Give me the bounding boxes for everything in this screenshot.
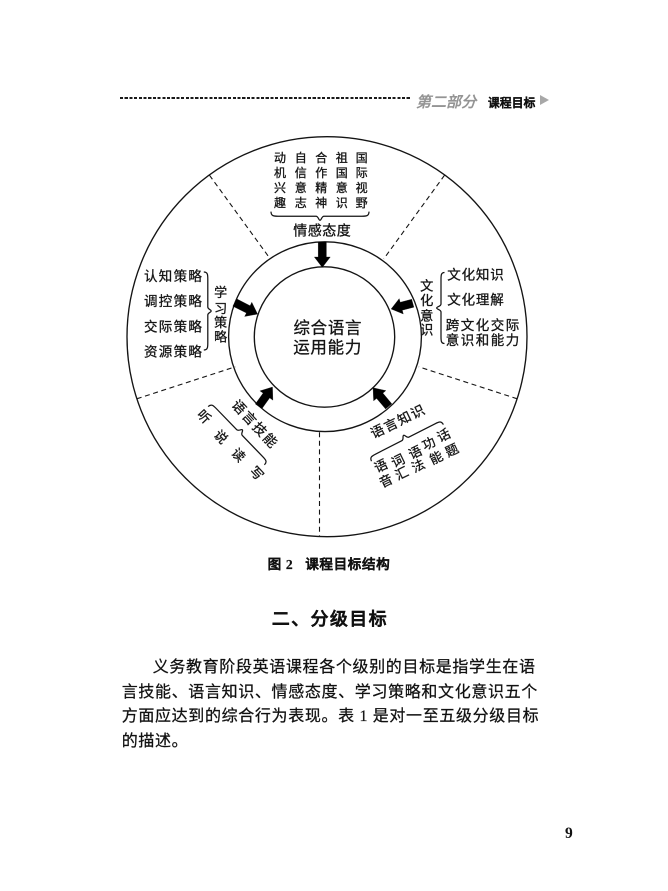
- svg-text:功: 功: [420, 434, 438, 453]
- svg-text:作: 作: [315, 166, 327, 180]
- svg-text:自: 自: [295, 151, 307, 165]
- svg-text:祖: 祖: [336, 150, 348, 165]
- svg-text:国: 国: [356, 151, 368, 165]
- svg-text:语言知识: 语言知识: [368, 401, 429, 442]
- svg-text:精: 精: [315, 181, 327, 195]
- svg-text:汇: 汇: [393, 464, 411, 483]
- svg-text:意: 意: [295, 180, 307, 195]
- svg-text:题: 题: [443, 441, 461, 460]
- svg-text:策: 策: [214, 315, 227, 330]
- svg-text:学: 学: [214, 285, 227, 300]
- svg-text:意: 意: [336, 180, 348, 195]
- svg-text:习: 习: [214, 301, 227, 316]
- svg-text:识: 识: [336, 196, 348, 210]
- svg-text:读: 读: [228, 445, 248, 465]
- svg-text:视: 视: [356, 180, 368, 195]
- svg-text:写: 写: [247, 463, 267, 483]
- svg-text:信: 信: [295, 166, 307, 180]
- svg-text:话: 话: [435, 426, 453, 445]
- svg-text:跨文化交际: 跨文化交际: [446, 317, 521, 333]
- svg-text:文化理解: 文化理解: [447, 293, 504, 308]
- svg-text:交际策略: 交际策略: [144, 319, 203, 335]
- svg-text:际: 际: [356, 166, 368, 180]
- svg-text:认知策略: 认知策略: [144, 268, 203, 284]
- svg-text:机: 机: [274, 166, 286, 180]
- svg-text:资源策略: 资源策略: [144, 344, 203, 360]
- svg-text:综合语言: 综合语言: [293, 318, 362, 337]
- svg-text:国: 国: [336, 166, 348, 180]
- svg-text:动: 动: [274, 151, 286, 165]
- svg-text:音: 音: [377, 471, 395, 490]
- svg-text:语: 语: [372, 456, 390, 475]
- svg-text:调控策略: 调控策略: [144, 293, 203, 309]
- svg-text:文化知识: 文化知识: [447, 266, 504, 282]
- svg-text:文: 文: [420, 278, 433, 293]
- svg-text:合: 合: [315, 150, 327, 165]
- svg-text:意: 意: [420, 308, 433, 324]
- svg-text:运用能力: 运用能力: [293, 338, 362, 357]
- svg-text:识: 识: [420, 323, 433, 338]
- svg-text:能: 能: [427, 448, 445, 467]
- svg-text:趣: 趣: [274, 195, 286, 210]
- svg-text:略: 略: [214, 330, 227, 345]
- svg-text:词: 词: [389, 451, 407, 470]
- svg-text:法: 法: [409, 456, 427, 475]
- svg-text:化: 化: [420, 293, 433, 308]
- svg-text:听: 听: [194, 407, 214, 427]
- svg-text:情感态度: 情感态度: [293, 223, 351, 240]
- svg-text:神: 神: [315, 196, 327, 210]
- svg-text:意识和能力: 意识和能力: [446, 332, 521, 348]
- svg-text:语言技能: 语言技能: [229, 397, 281, 452]
- svg-text:兴: 兴: [274, 181, 286, 195]
- svg-text:语: 语: [406, 443, 424, 462]
- svg-text:野: 野: [356, 196, 368, 210]
- svg-text:说: 说: [211, 427, 231, 447]
- svg-text:志: 志: [295, 196, 307, 210]
